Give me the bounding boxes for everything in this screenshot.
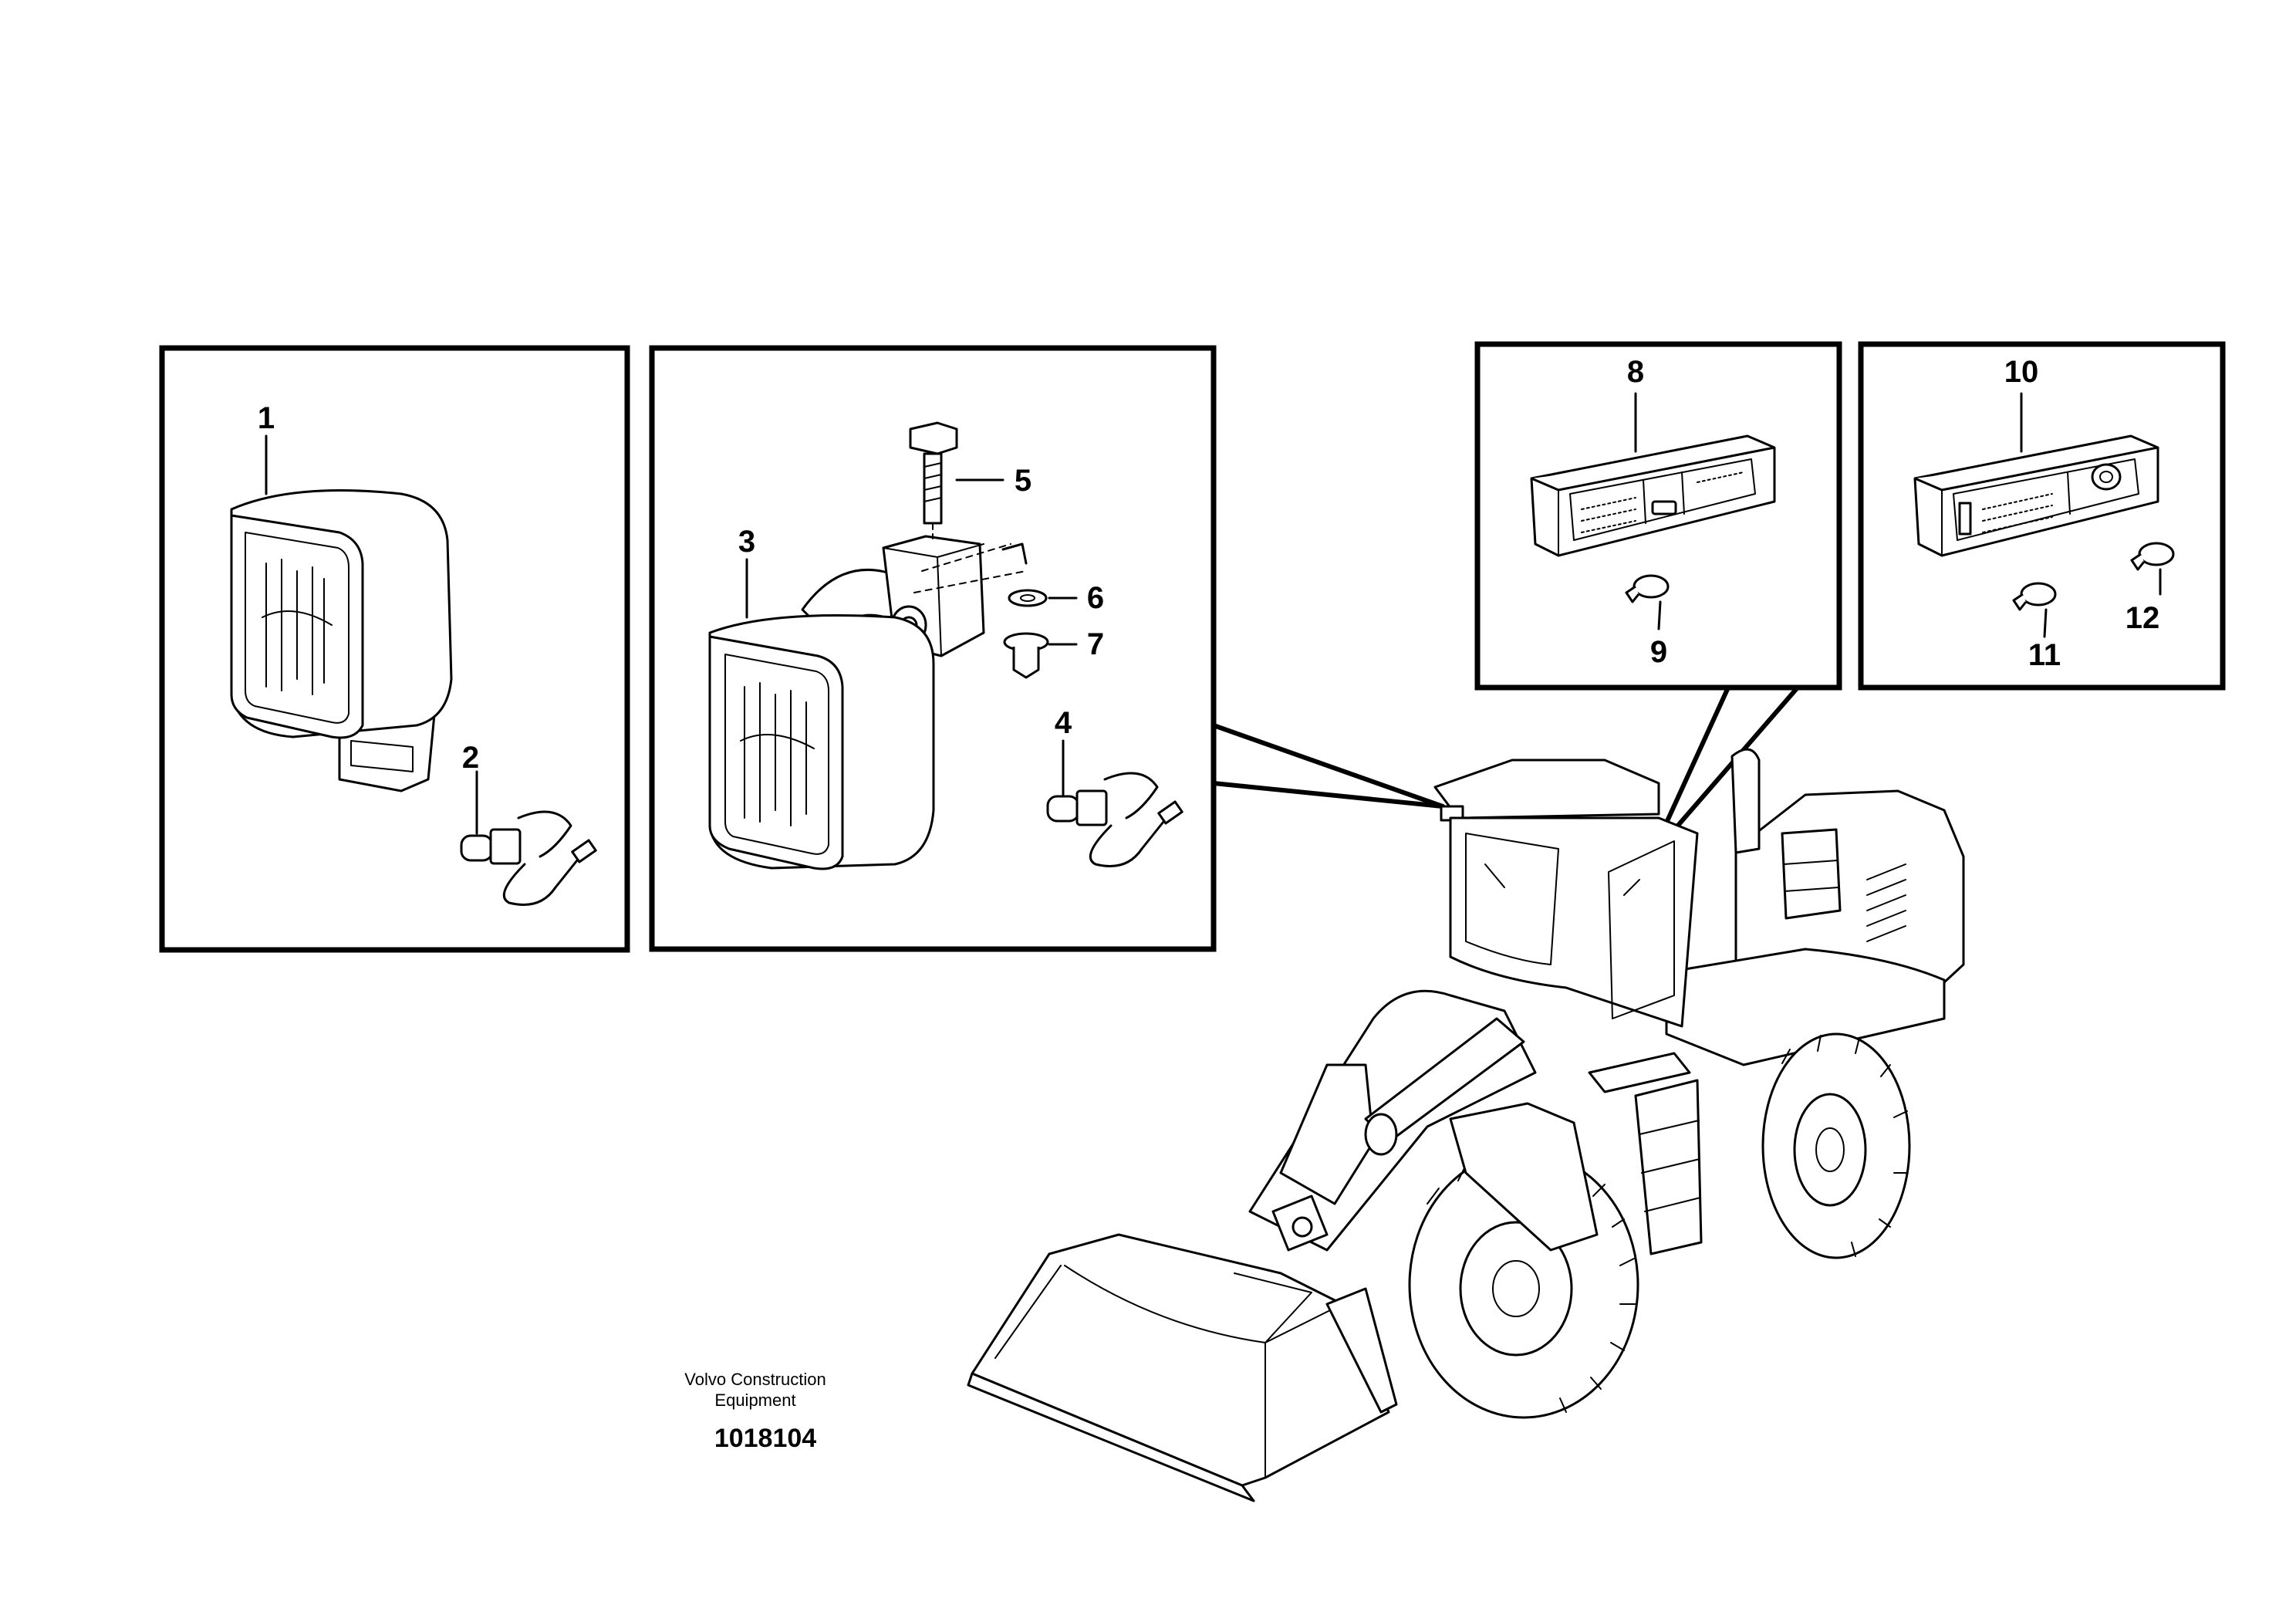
washer-6 bbox=[1008, 589, 1078, 607]
bolt-5 bbox=[909, 421, 1004, 541]
bulb-9 bbox=[1625, 574, 1670, 630]
callout-10: 10 bbox=[2004, 355, 2039, 389]
detail-box-work-light bbox=[159, 345, 630, 953]
callout-3: 3 bbox=[738, 525, 755, 559]
callout-11: 11 bbox=[2028, 638, 2061, 672]
detail-box-reading-lamp bbox=[1858, 341, 2226, 691]
rear-wheel bbox=[1761, 1032, 1911, 1259]
detail-box-interior-lamp bbox=[1474, 341, 1842, 691]
callout-2: 2 bbox=[462, 741, 479, 775]
bulb-with-lead-2 bbox=[460, 770, 597, 906]
bulb-12 bbox=[2130, 542, 2175, 596]
figure-footer: Volvo Construction Equipment 1018104 bbox=[684, 1370, 826, 1453]
nut-7 bbox=[1003, 632, 1078, 679]
callout-6: 6 bbox=[1087, 581, 1104, 615]
callout-7: 7 bbox=[1087, 627, 1104, 661]
callout-labels: 1 2 3 4 5 6 7 8 9 10 11 12 bbox=[258, 355, 2159, 775]
detail-box-cab-work-light bbox=[649, 345, 1217, 952]
work-light-lamp-3 bbox=[708, 535, 985, 870]
callout-1: 1 bbox=[258, 401, 275, 435]
wheel-loader-illustration bbox=[967, 748, 1965, 1502]
reading-lamp-10 bbox=[1913, 392, 2159, 557]
work-light-lamp-1 bbox=[230, 489, 453, 792]
interior-lamp-8 bbox=[1530, 392, 1776, 557]
callout-5: 5 bbox=[1015, 464, 1032, 498]
callout-8: 8 bbox=[1627, 355, 1644, 389]
callout-4: 4 bbox=[1055, 706, 1072, 740]
figure-number: 1018104 bbox=[714, 1424, 816, 1453]
callout-12: 12 bbox=[2125, 601, 2160, 635]
company-name-line1: Volvo Construction bbox=[684, 1370, 826, 1389]
bulb-11 bbox=[2012, 582, 2057, 638]
company-name-line2: Equipment bbox=[714, 1391, 795, 1410]
callout-9: 9 bbox=[1650, 635, 1667, 669]
dashed-assembly-line bbox=[913, 542, 1028, 593]
bucket bbox=[967, 1233, 1398, 1502]
bulb-with-lead-4 bbox=[1046, 739, 1183, 867]
